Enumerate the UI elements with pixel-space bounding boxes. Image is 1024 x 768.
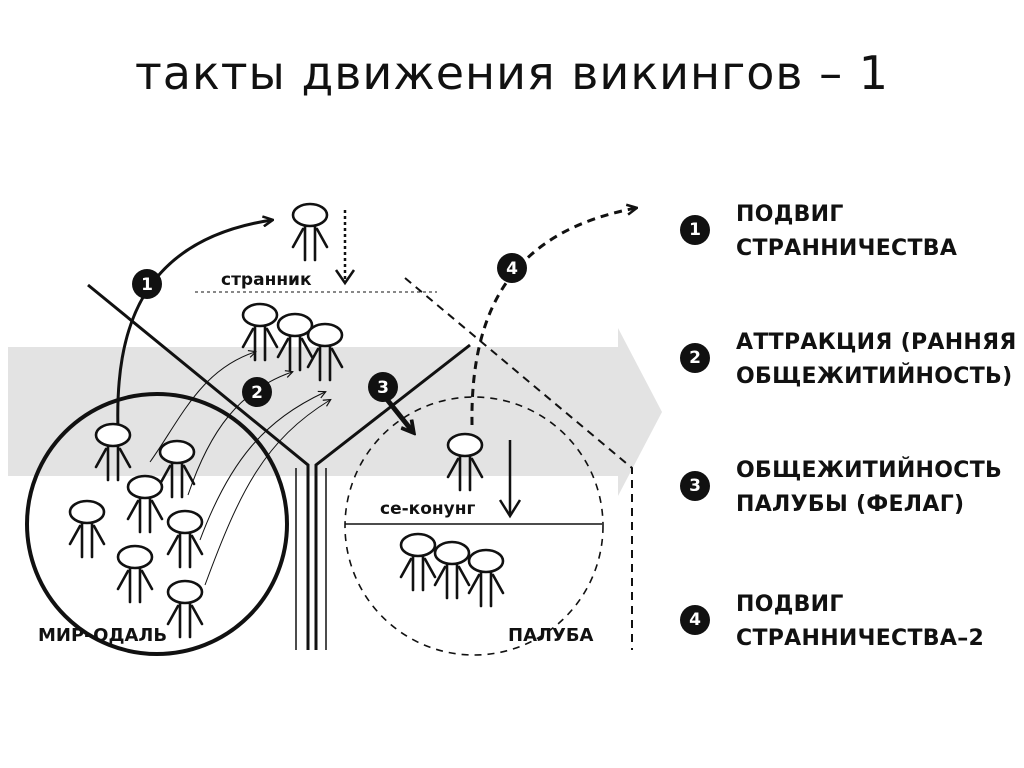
world-figure — [126, 474, 164, 534]
legend-text: ПОДВИГ СТРАННИЧЕСТВА — [736, 198, 957, 266]
attracted-figure — [241, 302, 279, 362]
slide-title: такты движения викингов – 1 — [134, 46, 889, 100]
svg-text:2: 2 — [251, 383, 263, 403]
wanderer-down-arrowhead — [334, 269, 356, 286]
attracted-figure — [306, 322, 344, 382]
crew-figure — [467, 548, 505, 608]
world-circle — [25, 392, 289, 656]
crew-figure — [399, 532, 437, 592]
attracted-figure — [276, 312, 314, 372]
world-figure — [166, 509, 204, 569]
marker-2: 2 — [242, 377, 272, 407]
world-label: МИР–ОДАЛЬ — [38, 625, 167, 646]
konung-down-arrowhead — [498, 499, 522, 519]
legend-line: ПОДВИГ — [736, 202, 844, 227]
se-konung-figure — [446, 432, 484, 492]
legend-line: СТРАННИЧЕСТВА–2 — [736, 626, 985, 651]
legend-line: ПОДВИГ — [736, 592, 844, 617]
world-figure — [94, 422, 132, 482]
legend-number: 1 — [680, 215, 710, 245]
legend-line: ПАЛУБЫ (ФЕЛАГ) — [736, 492, 965, 517]
legend-text: АТТРАКЦИЯ (РАННЯЯ ОБЩЕЖИТИЙНОСТЬ) — [736, 326, 1017, 394]
attraction-arrows — [149, 352, 330, 586]
world-figure — [158, 439, 196, 499]
funnel-lines — [87, 283, 471, 650]
deck-circle — [344, 396, 604, 656]
svg-text:1: 1 — [141, 275, 153, 295]
legend-line: ОБЩЕЖИТИЙНОСТЬ) — [736, 364, 1013, 389]
marker-3: 3 — [368, 372, 398, 402]
svg-text:4: 4 — [506, 259, 518, 279]
legend-item-3: 3 ОБЩЕЖИТИЙНОСТЬ ПАЛУБЫ (ФЕЛАГ) — [680, 454, 1020, 524]
marker-1: 1 — [132, 269, 162, 299]
legend-number: 3 — [680, 471, 710, 501]
legend-line: АТТРАКЦИЯ (РАННЯЯ — [736, 330, 1017, 355]
legend-text: ПОДВИГ СТРАННИЧЕСТВА–2 — [736, 588, 984, 656]
world-figure — [166, 579, 204, 639]
legend-text: ОБЩЕЖИТИЙНОСТЬ ПАЛУБЫ (ФЕЛАГ) — [736, 454, 1002, 522]
legend-number: 2 — [680, 343, 710, 373]
wanderer-label: странник — [221, 270, 312, 290]
crew-figure — [433, 540, 471, 600]
legend-line: ОБЩЕЖИТИЙНОСТЬ — [736, 458, 1003, 483]
world-figure — [68, 499, 106, 559]
legend-line: СТРАННИЧЕСТВА — [736, 236, 958, 261]
wanderer-figure — [291, 202, 329, 262]
legend-item-4: 4 ПОДВИГ СТРАННИЧЕСТВА–2 — [680, 588, 1020, 658]
svg-text:3: 3 — [377, 378, 389, 398]
legend-item-2: 2 АТТРАКЦИЯ (РАННЯЯ ОБЩЕЖИТИЙНОСТЬ) — [680, 326, 1020, 396]
deck-label: ПАЛУБА — [508, 625, 594, 646]
legend-item-1: 1 ПОДВИГ СТРАННИЧЕСТВА — [680, 198, 1020, 268]
legend-number: 4 — [680, 605, 710, 635]
world-figure — [116, 544, 154, 604]
marker-4: 4 — [497, 253, 527, 283]
people-figures — [68, 202, 505, 639]
arrow-3 — [383, 395, 413, 432]
se-konung-label: се-конунг — [380, 499, 475, 519]
